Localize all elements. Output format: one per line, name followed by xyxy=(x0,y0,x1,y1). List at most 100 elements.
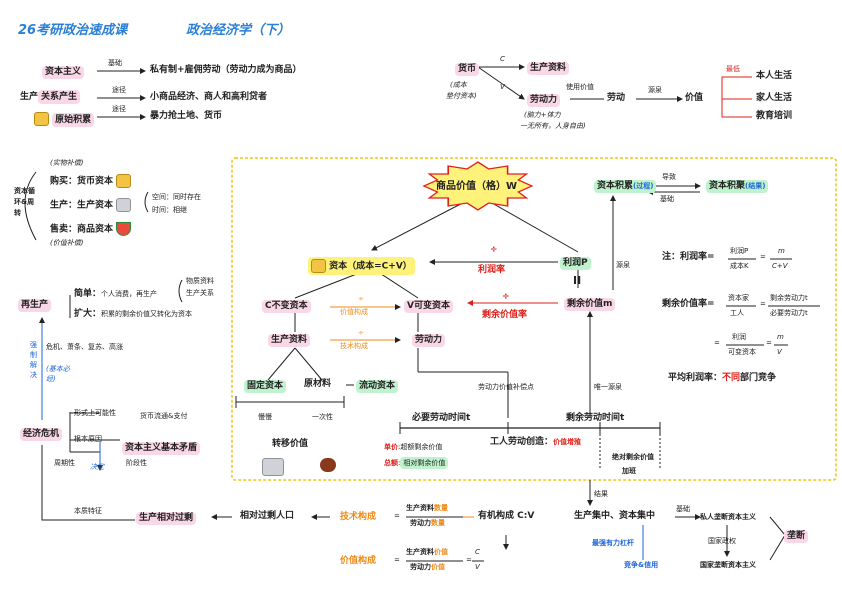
surplus-labor-num: 剩余劳动力t xyxy=(770,294,808,302)
material-label: 物质资料 xyxy=(186,277,214,285)
crisis-stages: 危机、萧条、复苏、高涨 xyxy=(46,343,123,351)
circulating-capital-node: 流动资本 xyxy=(356,380,399,393)
profit-frac-den: 成本K xyxy=(730,262,749,270)
divide-sign-1: ÷ xyxy=(490,245,498,255)
path-label-2: 途径 xyxy=(112,105,126,113)
transfer-icons-2 xyxy=(320,458,336,472)
tech-composition-label: 技术构成 xyxy=(340,512,377,522)
m-num: m xyxy=(778,247,785,255)
equals-1: = xyxy=(760,253,766,261)
equals-3: = xyxy=(714,339,720,347)
surplus-population-node: 相对过剩人口 xyxy=(240,511,295,521)
labor-force-central-node: 劳动力 xyxy=(412,334,446,347)
v-den: V xyxy=(475,563,480,571)
bean-icon xyxy=(320,458,336,472)
real-compensation-label: (实物补偿) xyxy=(50,159,84,167)
raw-material-node: 原材料 xyxy=(304,379,332,389)
private-ownership-text: 私有制+雇佣劳动（劳动力成为商品） xyxy=(150,65,302,75)
subsist-self: 本人生活 xyxy=(756,71,793,81)
monopoly-node: 垄断 xyxy=(784,530,809,543)
surplus-rate-label: 剩余价值率 xyxy=(482,310,528,320)
lowest-label: 最低 xyxy=(726,65,740,73)
circulation-side-label: 资本循环&周转 xyxy=(14,187,35,217)
surplus-value-node: 剩余价值m xyxy=(564,298,616,311)
basis-label: 基础 xyxy=(108,59,122,67)
equals-2: = xyxy=(760,300,766,308)
watermelon-icon xyxy=(116,222,132,236)
course-title: 26考研政治速成课 xyxy=(18,23,128,38)
tech-den: 劳动力数量 xyxy=(410,519,445,527)
profit-frac-num: 利润P xyxy=(730,247,749,255)
overtime-label: 加班 xyxy=(622,467,636,475)
produce-stage: 生产：生产资本 xyxy=(50,198,132,212)
rock-icon xyxy=(116,198,132,212)
divide-sign-3: ÷ xyxy=(502,292,510,302)
use-value-label: 使用价值 xyxy=(566,83,594,91)
basic-contradiction-node: 资本主义基本矛盾 xyxy=(122,442,201,455)
v-label: V xyxy=(500,83,505,91)
small-economy-text: 小商品经济、商人和高利贷者 xyxy=(150,92,268,102)
only-source-label: 唯一源泉 xyxy=(594,383,622,391)
value-node: 价值 xyxy=(685,93,704,103)
basis-label-accum: 基础 xyxy=(660,195,674,203)
source-label: 源泉 xyxy=(648,86,662,94)
variable-capital-den: 可变资本 xyxy=(728,348,756,356)
money-bag-icon xyxy=(34,112,49,126)
sell-stage: 售卖：商品资本 xyxy=(50,222,132,236)
source-label-central: 源泉 xyxy=(616,261,630,269)
value-den: 劳动力价值 xyxy=(410,563,445,571)
profit-rate-formula-label: 注：利润率= xyxy=(662,252,715,262)
stage-label: 阶段性 xyxy=(126,459,147,467)
chapter-title: 政治经济学（下） xyxy=(186,23,291,38)
periodicity-label: 周期性 xyxy=(54,459,75,467)
expanded-reproduction: 扩大：积累的剩余价值又转化为资本 xyxy=(74,309,193,319)
relation-origin-node: 生产关系产生 xyxy=(20,90,81,104)
equals-4: = xyxy=(766,339,772,347)
necessary-time-label: 必要劳动时间t xyxy=(412,413,471,423)
rock-icon xyxy=(262,458,284,476)
compensation-point-label: 劳动力价值补偿点 xyxy=(478,383,534,391)
lead-label: 导致 xyxy=(662,173,676,181)
unit-excess-label: 单价:超额剩余价值 xyxy=(384,443,443,451)
absolute-surplus-label: 绝对剩余价值 xyxy=(612,453,654,461)
average-profit-rate: 平均利润率：不同部门竞争 xyxy=(668,373,777,383)
primitive-accumulation-node: 原始积累 xyxy=(34,112,95,127)
subsist-education: 教育培训 xyxy=(756,111,793,121)
necessary-labor-den: 必要劳动力t xyxy=(770,309,808,317)
capitalism-node: 资本主义 xyxy=(42,66,85,79)
profit-num-2: 利润 xyxy=(732,333,746,341)
organic-composition-node: 有机构成 C:V xyxy=(478,511,535,521)
money-node: 货币 xyxy=(455,63,480,76)
value-compensation-label: (价值补偿) xyxy=(50,239,84,247)
value-composition-label: 价值构成 xyxy=(340,556,377,566)
c-num: C xyxy=(475,548,480,556)
value-num: 生产资料价值 xyxy=(406,548,448,556)
total-relative-label: 总额:相对剩余价值 xyxy=(384,457,449,469)
money-bag-icon xyxy=(311,259,326,273)
tech-form-label: 技术构成 xyxy=(340,342,368,350)
transfer-value-label: 转移价值 xyxy=(272,439,309,449)
means-node: 生产资料 xyxy=(268,334,311,347)
reproduction-node: 再生产 xyxy=(18,299,52,312)
v-den-2: V xyxy=(777,348,782,356)
m-num-2: m xyxy=(777,333,784,341)
means-of-production-node: 生产资料 xyxy=(527,62,570,75)
result-label: 结果 xyxy=(594,490,608,498)
state-monopoly-node: 国家垄断资本主义 xyxy=(700,561,756,569)
labor-node: 劳动 xyxy=(607,93,626,103)
surplus-time-label: 剩余劳动时间t xyxy=(566,413,625,423)
equals-7: = xyxy=(466,556,472,564)
strongest-lever-label: 最强有力杠杆 xyxy=(592,539,634,547)
capital-node: 资本（成本=C+V） xyxy=(308,257,415,275)
root-cause-label: 根本原因 xyxy=(74,435,102,443)
slowly-label: 慢慢 xyxy=(258,413,272,421)
profit-node: 利润P xyxy=(560,257,591,270)
competition-credit-label: 竞争&信用 xyxy=(624,561,659,569)
force-resolve-label: 强制解决 xyxy=(30,341,37,379)
subsist-family: 家人生活 xyxy=(756,93,793,103)
money-note-2: 垫付资本) xyxy=(446,92,477,100)
money-circulation-label: 货币流通&支付 xyxy=(140,412,188,420)
worker-creation-label: 工人劳动创造：价值增殖 xyxy=(490,437,582,447)
